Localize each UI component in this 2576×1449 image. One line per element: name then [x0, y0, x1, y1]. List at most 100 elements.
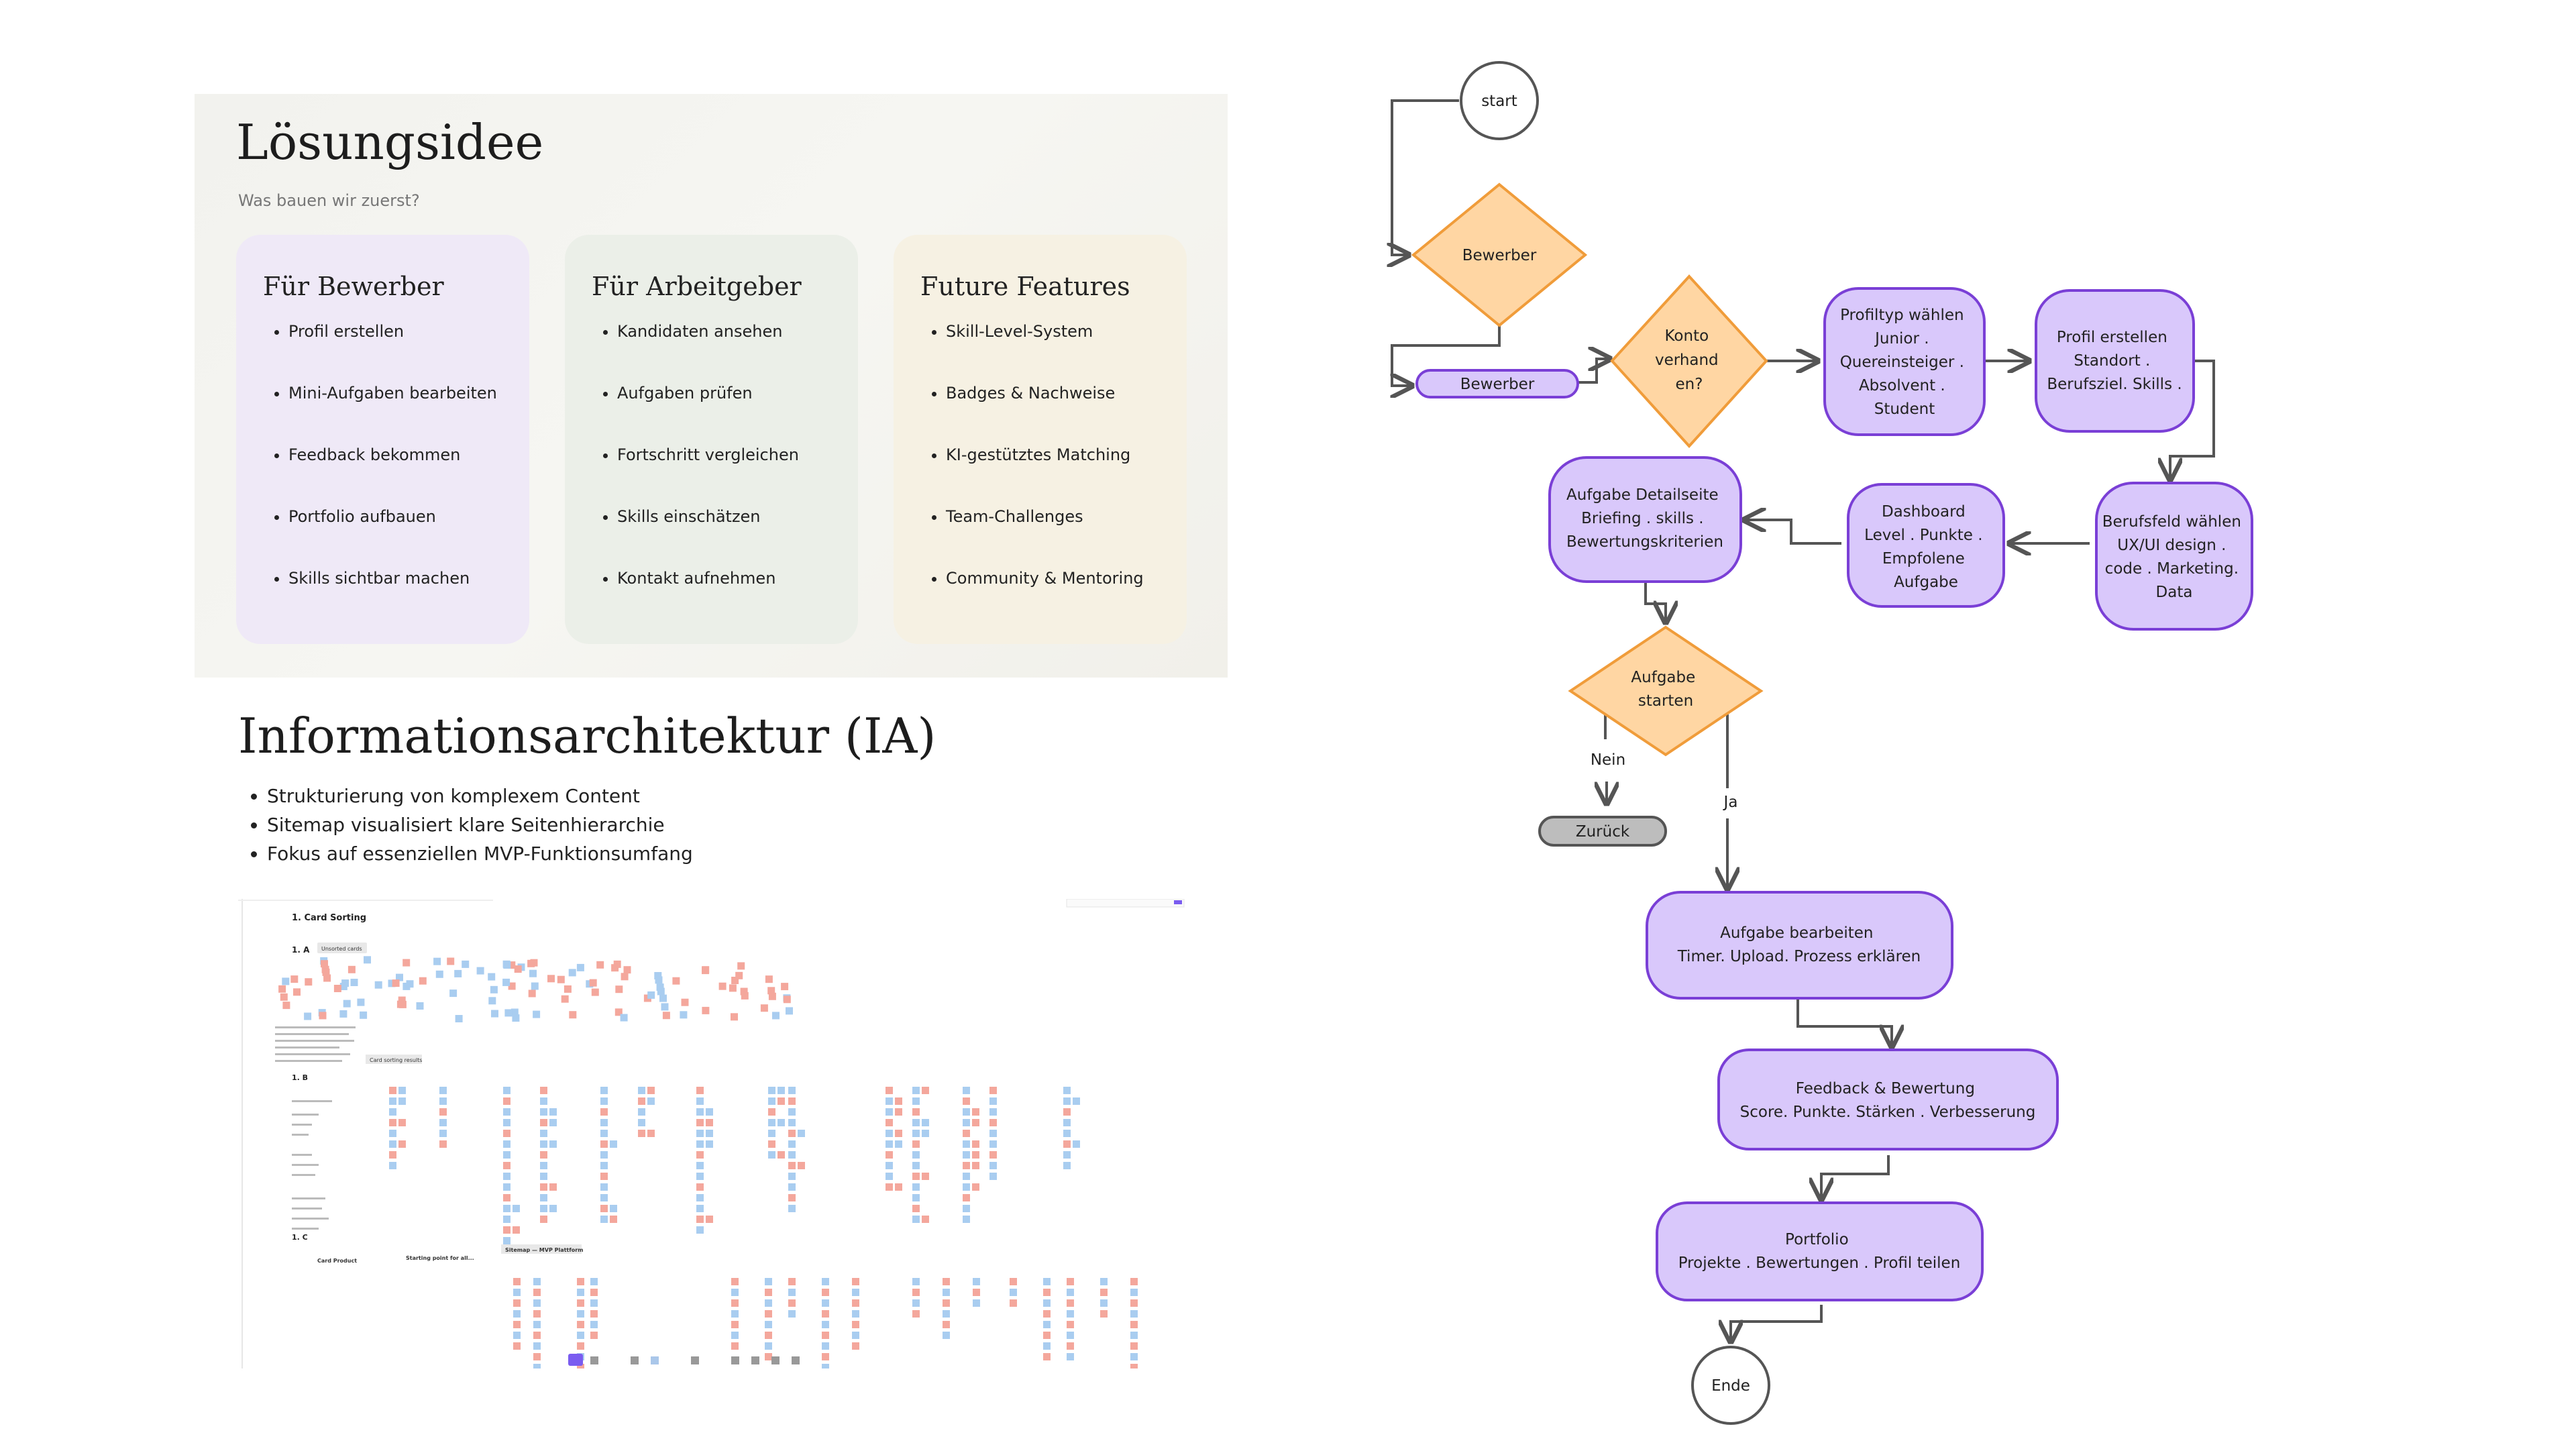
sticky-note — [398, 1087, 406, 1094]
sticky-note — [319, 1012, 327, 1020]
sticky-note — [282, 977, 290, 985]
sticky-note — [561, 995, 569, 1003]
sticky-note — [788, 1108, 796, 1116]
sticky-note — [963, 1119, 970, 1126]
connector-diamond-pill — [1392, 325, 1501, 386]
select-tool-button[interactable] — [568, 1354, 583, 1366]
sticky-note — [533, 1010, 541, 1018]
sticky-note — [852, 1278, 859, 1285]
berufsfeld-box — [2095, 482, 2253, 631]
dashboard-node: Dashboard Level . Punkte . Empfolene Auf… — [1847, 483, 2005, 608]
sticky-note — [533, 1332, 541, 1339]
sticky-note — [680, 1011, 688, 1019]
sticky-note — [540, 1162, 547, 1169]
feedback-box — [1717, 1049, 2059, 1150]
sticky-note — [1067, 1321, 1074, 1328]
sticky-note — [1100, 1310, 1108, 1318]
sticky-note — [577, 1310, 584, 1318]
sticky-note — [696, 1162, 704, 1169]
sticky-note — [322, 968, 330, 976]
profiltyp-line: Absolvent . — [1859, 377, 1945, 394]
table-tool-button[interactable] — [751, 1356, 759, 1364]
sticky-note — [696, 1119, 704, 1126]
sticky-note — [696, 1205, 704, 1212]
card-product-label: Card Product — [317, 1258, 357, 1264]
sticky-note — [1073, 1140, 1080, 1148]
sticky-note — [788, 1278, 796, 1285]
profil-erstellen-line: Profil erstellen — [2057, 329, 2167, 346]
portfolio-label: Portfolio Projekte . Bewertungen . Profi… — [1678, 1231, 1961, 1272]
sticky-note — [533, 1278, 541, 1285]
sticky-note — [696, 1216, 704, 1223]
note-line — [292, 1208, 322, 1210]
sticky-note — [514, 965, 522, 973]
more-tool-button[interactable] — [792, 1356, 800, 1364]
sticky-note — [590, 1278, 598, 1285]
sticky-note — [788, 1097, 796, 1105]
hand-tool-button[interactable] — [590, 1356, 598, 1364]
dashboard-box — [1847, 483, 2005, 608]
profil-erstellen-label: Profil erstellen Standort . Berufsziel. … — [2047, 329, 2182, 393]
sticky-note — [435, 970, 443, 978]
text-tool-button[interactable] — [731, 1356, 739, 1364]
list-item: Aufgaben prüfen — [617, 384, 799, 445]
sticky-note — [657, 987, 665, 996]
sticky-note — [788, 1173, 796, 1180]
sticky-note — [590, 1289, 598, 1296]
sticky-note — [765, 1353, 772, 1360]
sticky-note — [989, 1151, 997, 1159]
sticky-note — [765, 1278, 772, 1285]
sticky-note — [398, 1140, 406, 1148]
feedback-line: Feedback & Bewertung — [1796, 1080, 1975, 1097]
sticky-note — [696, 1151, 704, 1159]
frame-tool-button[interactable] — [631, 1356, 639, 1364]
board-share-button[interactable] — [1174, 900, 1182, 904]
sticky-note — [885, 1183, 893, 1191]
sticky-note — [731, 1299, 739, 1307]
profiltyp-line: Profiltyp wählen — [1840, 307, 1964, 324]
list-item: Skill-Level-System — [946, 322, 1144, 384]
sticky-note — [564, 985, 572, 993]
sticky-note — [852, 1342, 859, 1350]
sticky-note — [731, 1013, 738, 1021]
sticky-note — [1063, 1151, 1071, 1159]
sticky-note — [350, 979, 358, 986]
sticky-note — [912, 1087, 920, 1094]
sticky-note — [360, 1011, 368, 1019]
dashboard-line: Empfolene — [1882, 550, 1965, 568]
sticky-note — [765, 1299, 772, 1307]
sticky-note — [788, 1119, 796, 1126]
sticky-note — [1063, 1119, 1071, 1126]
sticky-note — [513, 1321, 521, 1328]
shape-tool-button[interactable] — [691, 1356, 699, 1364]
sticky-note — [439, 1097, 447, 1105]
sticky-note — [476, 967, 484, 975]
sticky-note — [596, 961, 604, 969]
sticky-note — [540, 1151, 547, 1159]
sticky-note — [1130, 1278, 1138, 1285]
sticky-note — [600, 1173, 608, 1180]
sticky-note — [912, 1205, 920, 1212]
sticky-note — [503, 1205, 511, 1212]
berufsfeld-line: Berufsfeld wählen — [2102, 513, 2241, 531]
zurueck-button[interactable] — [1538, 816, 1667, 847]
aufgabe-starten-diamond — [1568, 625, 1764, 757]
berufsfeld-node: Berufsfeld wählen UX/UI design . code . … — [2095, 482, 2253, 631]
konto-line: Konto — [1665, 327, 1709, 345]
sticky-note — [549, 1183, 557, 1191]
sticky-note — [528, 989, 536, 998]
sticky-note — [278, 985, 286, 993]
sticky-notes — [278, 956, 1138, 1368]
sticky-note — [600, 1130, 608, 1137]
sticky-note — [912, 1310, 920, 1318]
sticky-note — [529, 969, 537, 977]
stamp-tool-button[interactable] — [771, 1356, 780, 1364]
list-item: Kontakt aufnehmen — [617, 569, 799, 631]
sticky-note — [922, 1130, 929, 1137]
card-list: Kandidaten ansehen Aufgaben prüfen Forts… — [592, 322, 799, 631]
sticky-note — [656, 983, 664, 991]
list-item: Skills einschätzen — [617, 507, 799, 569]
sticky-note — [912, 1097, 920, 1105]
sticky-tool-button[interactable] — [651, 1356, 659, 1364]
sticky-note — [885, 1119, 893, 1126]
